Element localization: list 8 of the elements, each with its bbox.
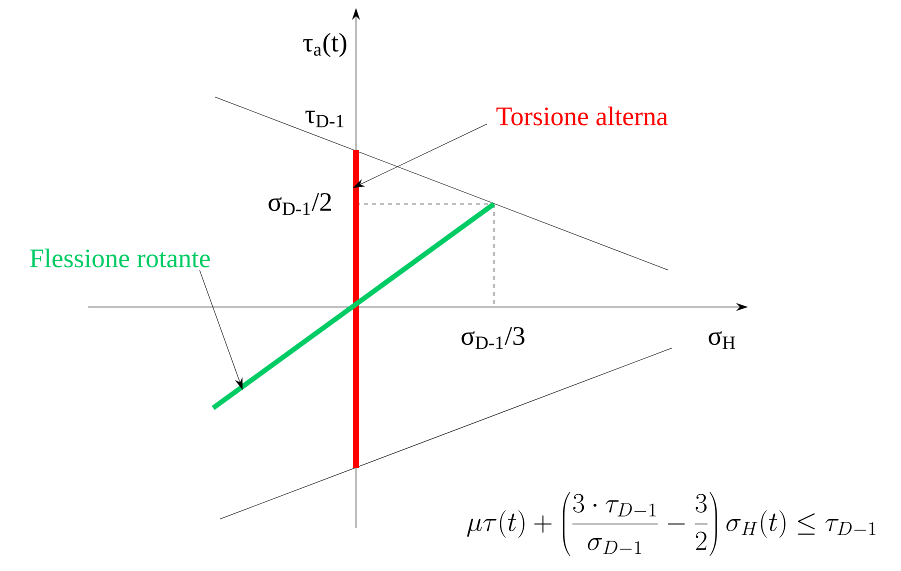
tick-label: σ$_{D-1}$/3 xyxy=(462,327,524,349)
tick-label: σ$_{D-1}$/2 xyxy=(268,193,331,215)
formula: $\mu\tau(t)+\left(\frac{3\cdot\tau_{D-1}}{\sigma_{D-1}}-\frac{3}{2}\right)\sigma_H(t)\le\tau_{D-1}$ xyxy=(467,492,876,556)
tick-label: τ$_{D-1}$ xyxy=(305,110,344,128)
axis-label: τ$_{a}$(t) xyxy=(303,32,346,58)
callout-label: Flessione rotante xyxy=(30,248,210,268)
callout-label: Torsione alterna xyxy=(496,106,668,126)
axis-label: σ$_{H}$ xyxy=(708,331,736,349)
